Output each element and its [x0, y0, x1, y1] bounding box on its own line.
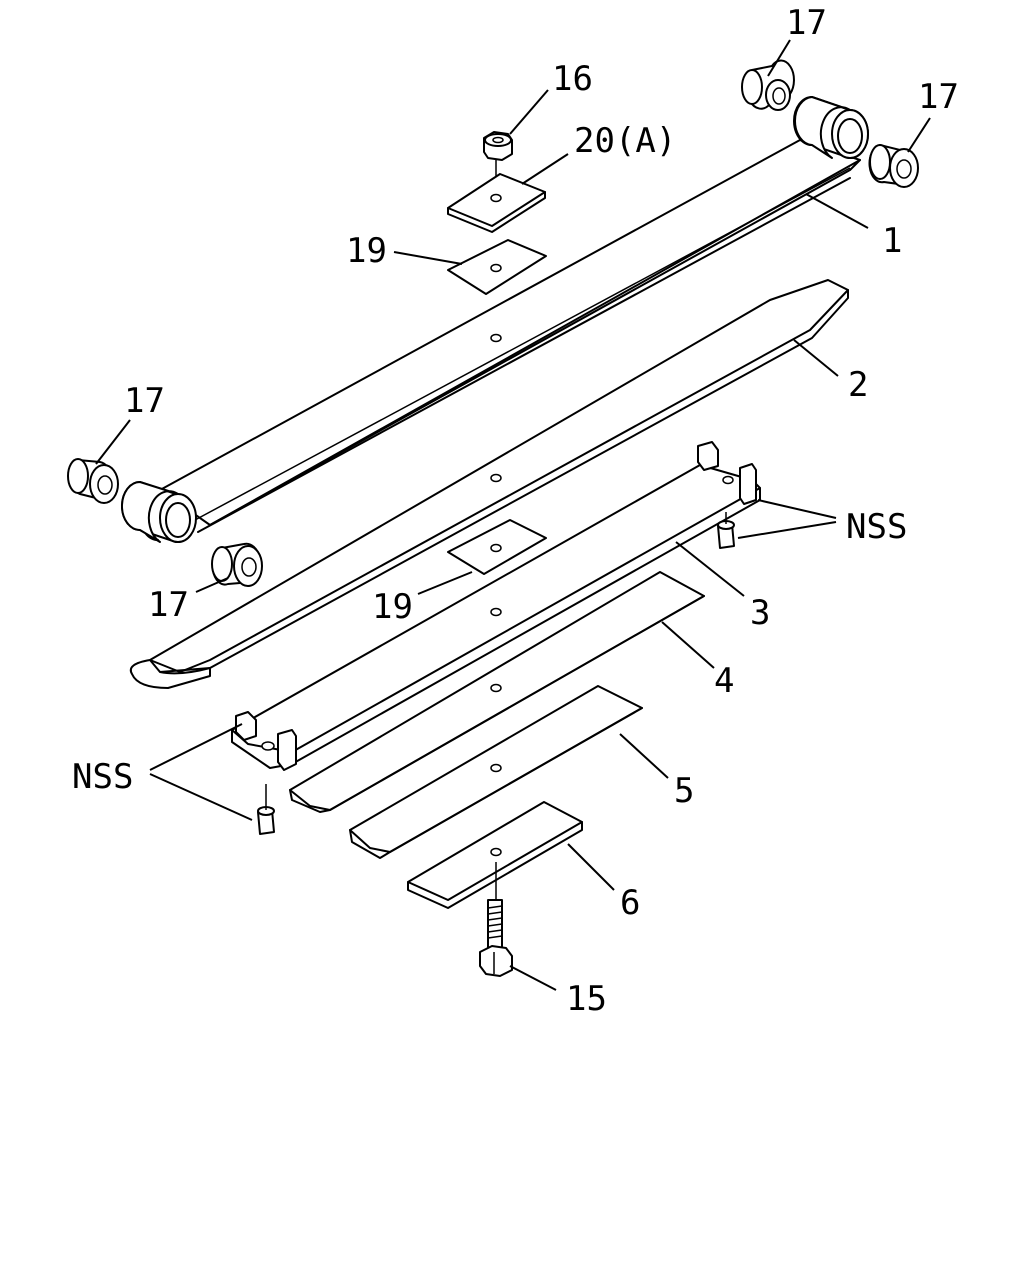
leaf-5 [349, 685, 643, 859]
leaf-4 [289, 571, 705, 813]
nss-bolt-left [257, 784, 275, 835]
label-16: 16 [552, 59, 593, 99]
label-6: 6 [620, 883, 640, 923]
label-2: 2 [848, 365, 868, 405]
label-4: 4 [714, 661, 734, 701]
pad-19-upper [447, 239, 547, 295]
label-17-bottom: 17 [148, 585, 189, 625]
label-17-left: 17 [124, 381, 165, 421]
pad-19-lower [447, 519, 547, 575]
bushing-17-right [868, 144, 919, 188]
plate-20a [447, 173, 546, 233]
leader-lines [95, 39, 931, 991]
label-15: 15 [566, 979, 607, 1019]
label-3: 3 [750, 593, 770, 633]
leaf-2 [129, 279, 849, 689]
label-nss-left: NSS [72, 757, 133, 797]
label-17-right: 17 [918, 77, 959, 117]
nut-16 [483, 131, 513, 196]
label-5: 5 [674, 771, 694, 811]
label-19-lower: 19 [372, 587, 413, 627]
label-17-top: 17 [786, 3, 827, 43]
main-leaf-1 [159, 139, 861, 533]
leaf-3 [231, 441, 761, 771]
bushing-17-bottom [211, 542, 263, 587]
label-19-upper: 19 [346, 231, 387, 271]
bushing-17-left [67, 458, 119, 504]
center-bolt-15 [479, 862, 513, 977]
label-1: 1 [882, 221, 902, 261]
nss-bolt-right [717, 512, 735, 549]
leaf-6 [407, 801, 583, 909]
leaf-1-rear-eye [793, 96, 869, 159]
label-20a: 20(A) [574, 121, 676, 161]
callout-labels: 17 16 20(A) 17 1 19 2 17 NSS 17 19 3 4 N… [72, 3, 959, 1019]
leaf-1-front-eye [120, 480, 197, 543]
bushing-17-top [741, 59, 795, 111]
label-nss-right: NSS [846, 507, 907, 547]
